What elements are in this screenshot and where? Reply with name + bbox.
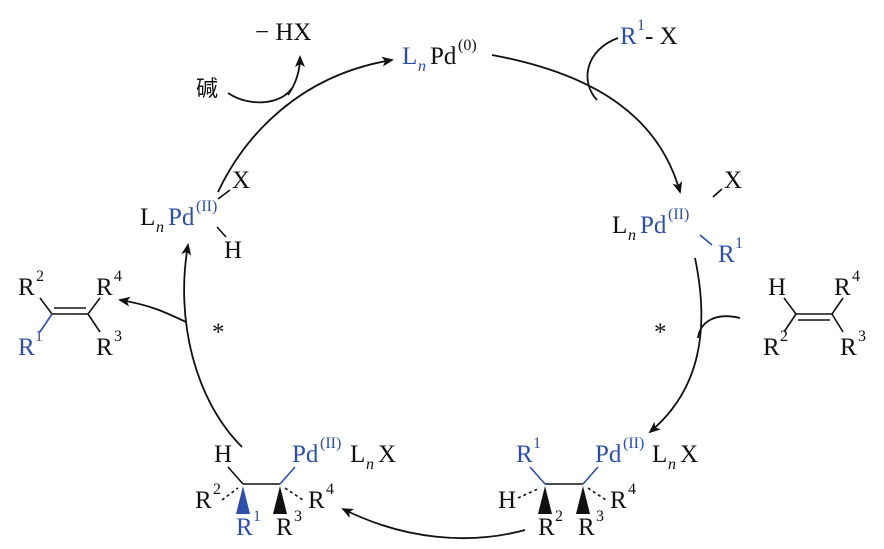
ins-R1: R (516, 441, 533, 468)
alkene-in-R3sup: 3 (858, 328, 866, 345)
hyd-L: L (140, 204, 155, 231)
rot-R4: R (308, 487, 325, 514)
arc-top-left (217, 56, 394, 193)
ins-H: H (498, 487, 516, 514)
out-R2: R (18, 274, 35, 301)
minus-hx-label: − HX (255, 19, 311, 46)
ins-R2: R (538, 514, 555, 541)
step-mark-left: * (212, 319, 225, 346)
alkene-in-R4sup: 4 (852, 268, 860, 285)
ligand-n: n (418, 58, 426, 75)
hyd-n: n (156, 219, 164, 236)
arc-top-right (491, 54, 683, 194)
pd0-catalyst: L n Pd (0) (402, 37, 477, 75)
rot-R3sup: 3 (294, 508, 302, 525)
rot-R1: R (236, 514, 253, 541)
out-R4sup: 4 (114, 268, 122, 285)
ligand-L: L (402, 43, 417, 70)
out-R1: R (18, 334, 35, 361)
rot-R2: R (195, 487, 212, 514)
r1x-X: - X (645, 23, 678, 50)
rotated-product: H Pd (II) L n X R 2 R 1 R 3 R 4 (195, 435, 396, 541)
rot-R3: R (276, 514, 293, 541)
rot-R4sup: 4 (326, 481, 334, 498)
out-R4: R (96, 274, 113, 301)
out-R3sup: 3 (114, 328, 122, 345)
ins-ox: (II) (623, 435, 644, 452)
ins-R3sup: 3 (596, 508, 604, 525)
ins-R4sup: 4 (628, 481, 636, 498)
arrow-alkene-in (697, 315, 741, 339)
arc-right (648, 257, 703, 434)
step-mark-right: * (654, 319, 667, 346)
rot-Pd: Pd (292, 441, 319, 468)
pd-r1-x-n: n (628, 227, 636, 244)
ins-R1sup: 1 (533, 435, 541, 452)
alkene-out: R 2 R 4 R 1 R 3 (18, 268, 122, 361)
base-label: 碱 (196, 77, 218, 102)
ins-R3: R (578, 514, 595, 541)
rot-R1sup: 1 (253, 508, 261, 525)
out-R2sup: 2 (36, 268, 44, 285)
rot-X: X (378, 441, 396, 468)
hyd-X: X (232, 167, 250, 194)
alkene-in-R4: R (834, 274, 851, 301)
pd-r1-x-ox: (II) (668, 206, 689, 223)
rot-n: n (366, 456, 374, 473)
pd-r1-x-Pd: Pd (640, 212, 667, 239)
pd-symbol: Pd (430, 43, 457, 70)
alkene-in-R2sup: 2 (780, 328, 788, 345)
pd-r1-x-X: X (724, 167, 742, 194)
alkene-in: H R 4 R 2 R 3 (763, 268, 866, 361)
arc-bottom (341, 508, 526, 540)
pd-r1-x-R: R (718, 241, 735, 268)
rot-ox: (II) (320, 435, 341, 452)
ins-R2sup: 2 (555, 508, 563, 525)
rot-R2sup: 2 (213, 481, 221, 498)
ins-R4: R (610, 487, 627, 514)
arrow-base-in (227, 87, 293, 104)
rot-H: H (214, 441, 232, 468)
arrow-r1x-in (586, 37, 619, 101)
pd-r1-x-L: L (612, 212, 627, 239)
pd-r1-x-complex: X L n Pd (II) R 1 (612, 167, 743, 268)
out-R1sup: 1 (35, 328, 43, 345)
rot-L: L (350, 441, 365, 468)
r1x-R: R (620, 23, 637, 50)
ins-X: X (680, 441, 698, 468)
hyd-Pd: Pd (168, 204, 195, 231)
ins-n: n (668, 456, 676, 473)
r1x-reagent: R 1 - X (620, 17, 678, 50)
insertion-product: R 1 Pd (II) L n X H R 2 R 3 R 4 (498, 435, 698, 541)
alkene-in-R2: R (763, 334, 780, 361)
r1x-sup: 1 (637, 17, 645, 34)
arc-left (181, 243, 243, 448)
pd-r1-x-Rsup: 1 (735, 235, 743, 252)
hyd-H: H (224, 237, 242, 264)
arrow-hx-out (287, 55, 305, 96)
alkene-in-H: H (768, 274, 786, 301)
ins-L: L (652, 441, 667, 468)
pd-hydride-complex: X L n Pd (II) H (140, 167, 250, 264)
ins-Pd: Pd (595, 441, 622, 468)
oxidation-state: (0) (458, 37, 477, 54)
alkene-in-R3: R (840, 334, 857, 361)
hyd-ox: (II) (196, 198, 217, 215)
out-R3: R (96, 334, 113, 361)
arrow-alkene-out (118, 296, 187, 323)
